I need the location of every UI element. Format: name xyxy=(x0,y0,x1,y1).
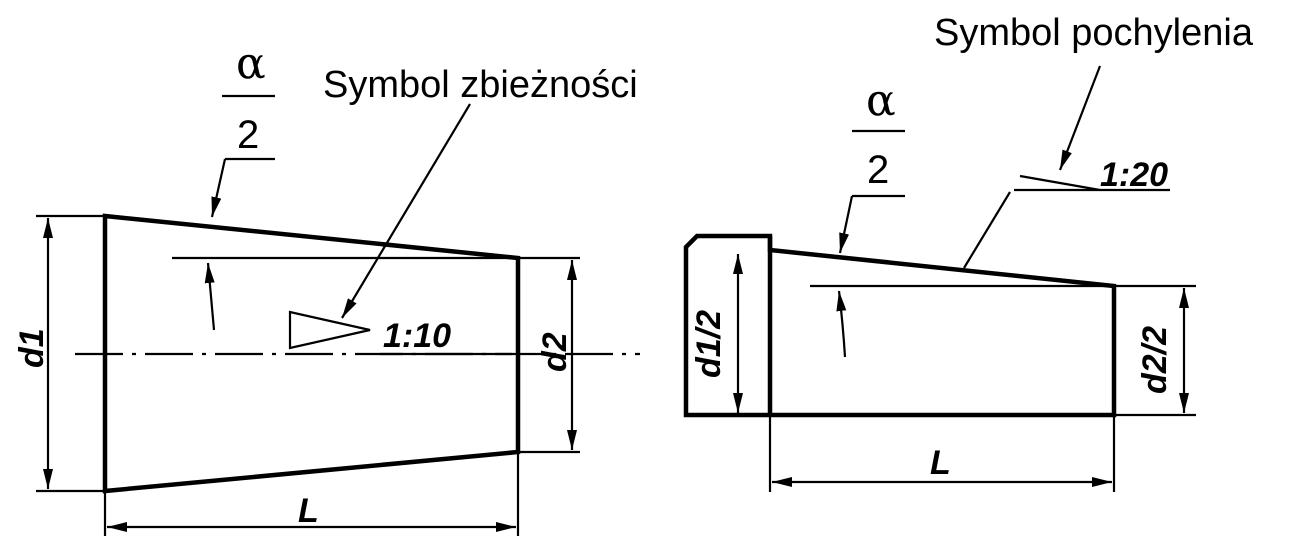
angle-leader xyxy=(212,157,275,217)
slope-symbol-icon xyxy=(1014,174,1170,192)
angle-denominator-label-right: 2 xyxy=(867,148,889,192)
taper-ratio-label: 1:10 xyxy=(383,317,451,355)
slope-ratio-leader xyxy=(963,191,1011,269)
length-label-right: L xyxy=(930,444,951,482)
left-view: α 2 1:10 Symbol zbieżności d1 d2 L xyxy=(13,38,640,536)
d2-label: d2 xyxy=(536,332,574,372)
angle-denominator-label: 2 xyxy=(237,113,259,157)
taper-symbol-icon xyxy=(288,310,371,350)
slope-symbol-callout: Symbol pochylenia xyxy=(934,12,1254,54)
taper-symbol-callout: Symbol zbieżności xyxy=(323,64,638,106)
slope-ratio-label: 1:20 xyxy=(1100,156,1168,194)
angle-arc-arrow xyxy=(204,262,216,331)
angle-arc-arrow-right xyxy=(836,290,847,358)
taper-callout-leader xyxy=(341,103,471,319)
d1-label: d1 xyxy=(13,328,51,368)
angle-alpha-label: α xyxy=(236,38,266,89)
slope-callout-leader xyxy=(1058,65,1102,171)
d2-half-label: d2/2 xyxy=(1136,326,1174,394)
slope-part-outline xyxy=(683,233,1117,418)
angle-alpha-label-right: α xyxy=(866,75,896,126)
angle-leader-right xyxy=(840,194,905,253)
length-label: L xyxy=(298,492,319,530)
right-view: α 2 1:20 Symbol pochylenia d1/2 d2/2 L xyxy=(683,12,1254,492)
d1-half-label: d1/2 xyxy=(690,310,728,378)
